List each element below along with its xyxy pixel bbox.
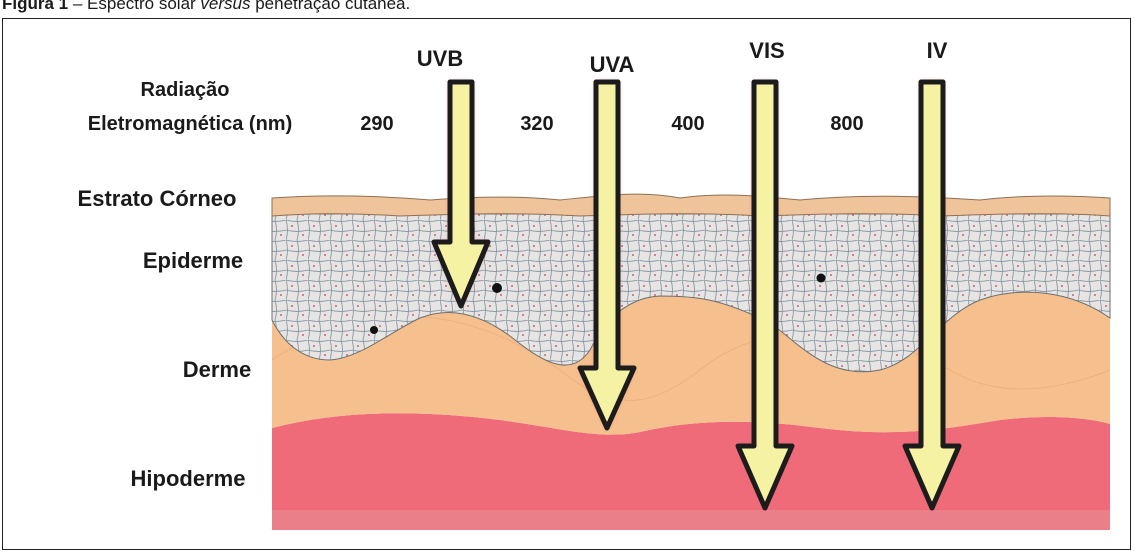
layer-label-dermis: Derme — [183, 357, 251, 382]
wavelength-800: 800 — [830, 113, 863, 135]
layer-label-hypodermis: Hipoderme — [131, 466, 246, 491]
stratum-corneum-layer — [272, 194, 1110, 216]
cell-dot — [370, 326, 378, 334]
axis-title-line2: Eletromagnética (nm) — [88, 113, 292, 135]
layer-label-epidermis: Epiderme — [143, 248, 243, 273]
axis-title-line1: Radiação — [141, 79, 230, 101]
band-label-uvb: UVB — [417, 46, 463, 71]
band-label-uva: UVA — [590, 52, 635, 77]
cell-dot — [817, 274, 826, 283]
cell-dot — [492, 283, 502, 293]
layer-label-stratum-corneum: Estrato Córneo — [78, 186, 237, 211]
band-label-vis: VIS — [749, 38, 784, 63]
wavelength-320: 320 — [520, 113, 553, 135]
hypodermis-bottom-band — [272, 510, 1110, 530]
band-label-iv: IV — [927, 38, 948, 63]
wavelength-290: 290 — [360, 113, 393, 135]
wavelength-400: 400 — [671, 113, 704, 135]
